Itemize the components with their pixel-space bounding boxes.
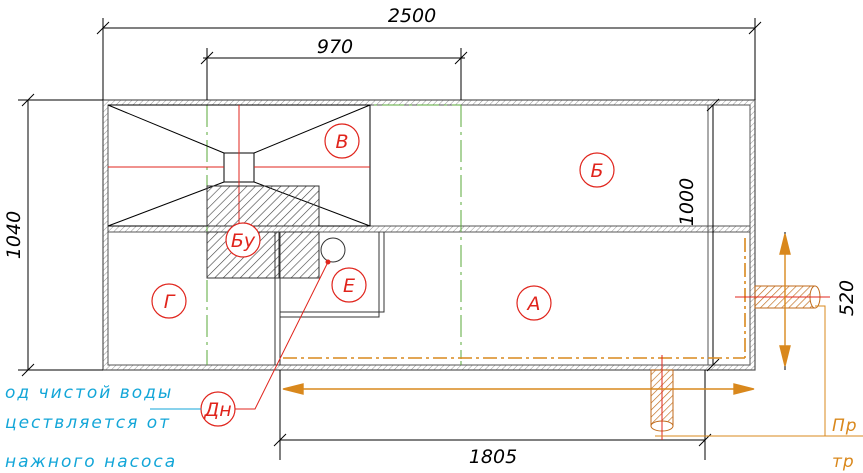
dim-2500: 2500 (388, 5, 436, 27)
zone-b-label: Б (590, 160, 603, 182)
orange-arrow-line (282, 233, 791, 395)
orange-leader (655, 305, 863, 437)
zone-e-label: Е (343, 275, 355, 297)
dim-970: 970 (317, 36, 353, 58)
zone-a-label: А (526, 293, 541, 315)
hatched-blocks (206, 185, 320, 279)
dn-leader (235, 259, 331, 410)
note-cyan-line2: цествляется от (5, 413, 171, 433)
outer-walls (102, 99, 756, 371)
note-orange-line1: Пр (832, 416, 858, 436)
dim-1040: 1040 (3, 211, 25, 259)
dim-1000: 1000 (676, 178, 698, 226)
zone-bu-label: Бу (231, 230, 256, 252)
orange-pipe-route (283, 238, 746, 359)
dim-520: 520 (836, 280, 858, 316)
dimension-lines (18, 18, 762, 460)
note-cyan-line3: нажного насоса (5, 452, 177, 472)
room-e (274, 232, 385, 365)
zone-g-label: Г (164, 291, 176, 313)
note-cyan-line1: од чистой воды (5, 383, 173, 403)
zone-v-label: В (335, 131, 348, 153)
zone-markers (151, 123, 615, 427)
note-orange-line2: тр (832, 452, 855, 472)
pipe-through-wall-bottom (650, 355, 674, 440)
dim-1805: 1805 (469, 446, 517, 468)
zone-dn-label: Дн (203, 399, 231, 421)
